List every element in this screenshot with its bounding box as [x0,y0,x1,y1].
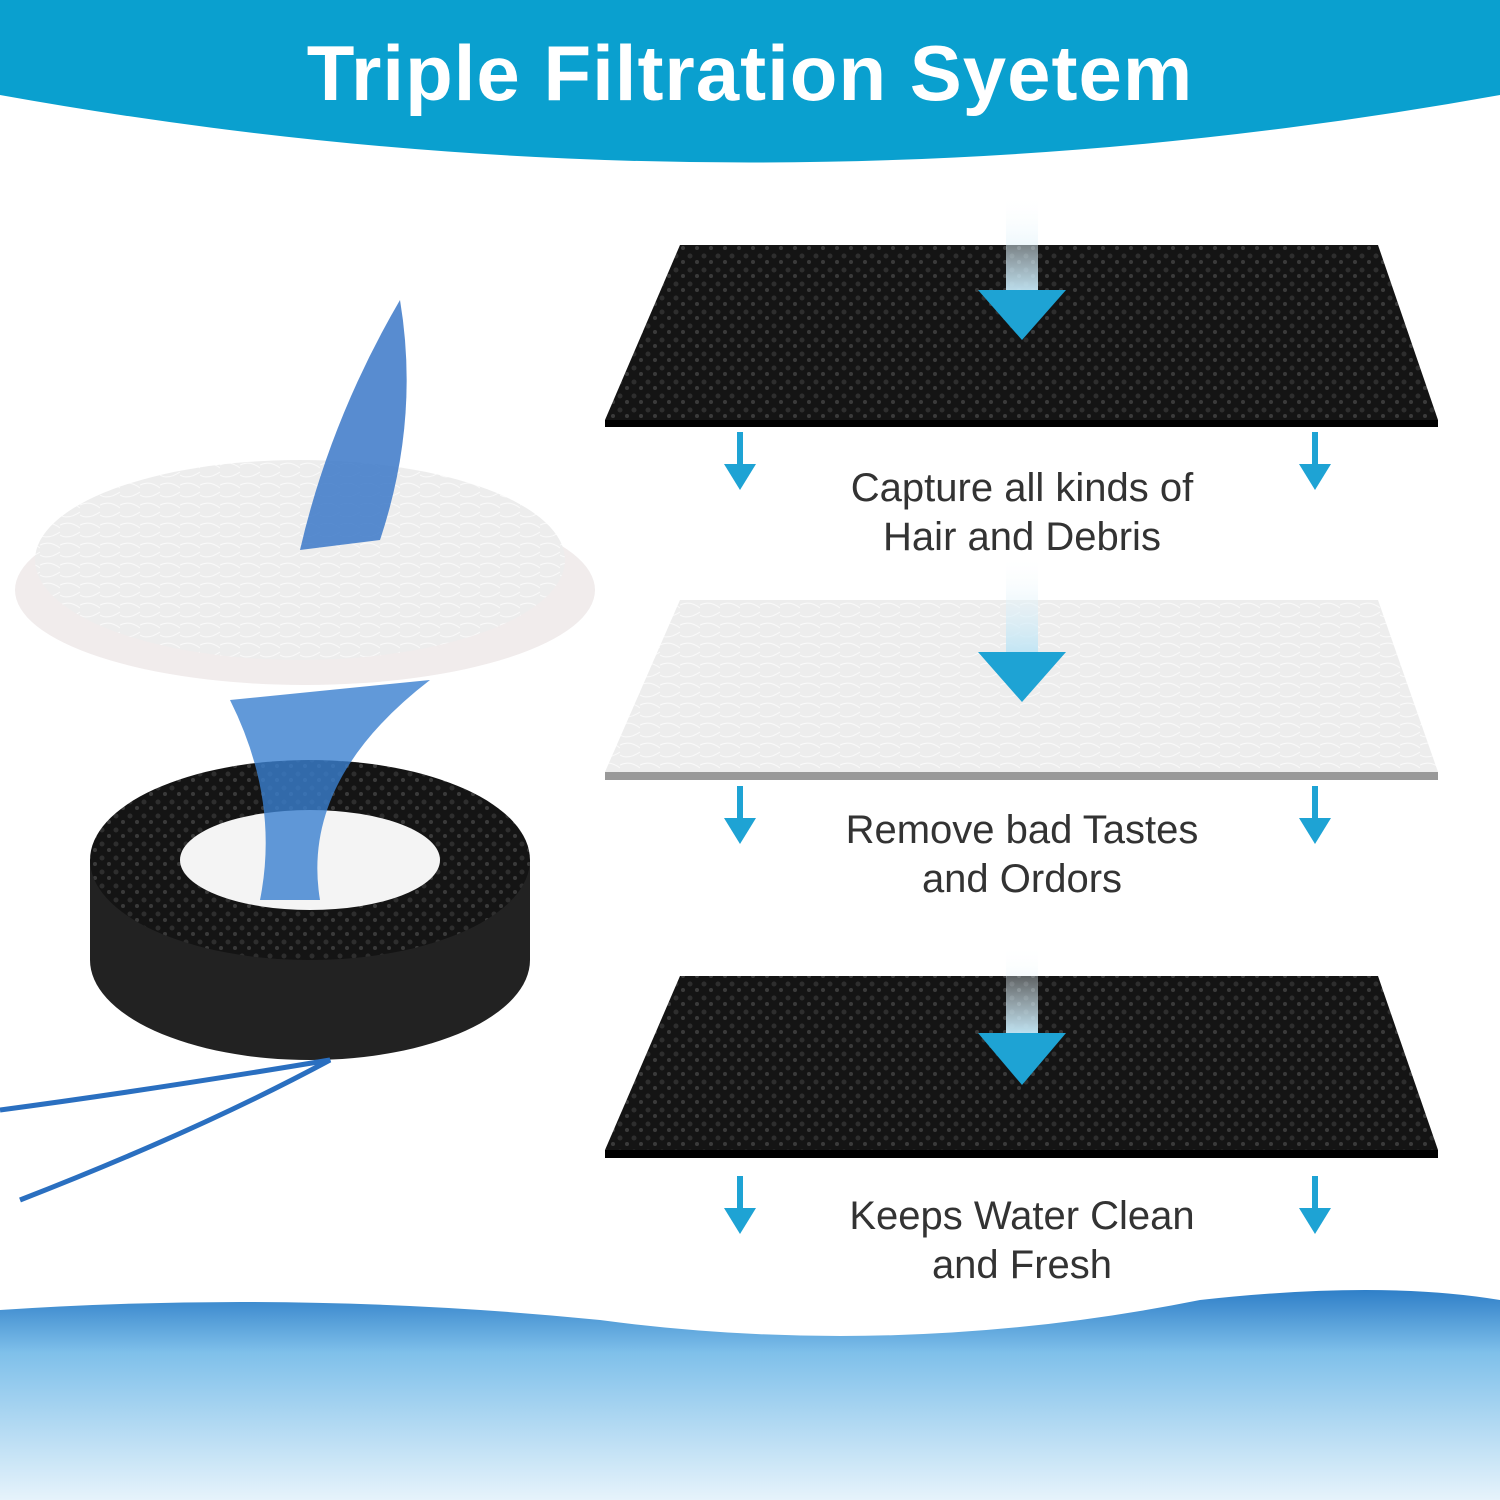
caption-line: Keeps Water Clean [849,1194,1195,1238]
stage-2-caption: Remove bad Tastes and Ordors [772,806,1272,904]
flow-arrow-small [724,432,1331,1234]
caption-line: Hair and Debris [883,515,1161,559]
caption-line: Capture all kinds of [850,466,1194,510]
caption-line: Remove bad Tastes [845,808,1199,852]
stage-1-caption: Capture all kinds of Hair and Debris [772,464,1272,562]
cotton-filter-image [15,300,595,685]
water-surface-image [0,1290,1500,1500]
sponge-ring-image [0,680,530,1203]
stage-3-caption: Keeps Water Clean and Fresh [772,1192,1272,1290]
page-title: Triple Filtration Syetem [306,29,1194,117]
caption-line: and Fresh [931,1243,1113,1287]
flow-arrow-large [978,195,1066,1085]
header-banner [0,0,1500,163]
caption-line: and Ordors [921,857,1123,901]
